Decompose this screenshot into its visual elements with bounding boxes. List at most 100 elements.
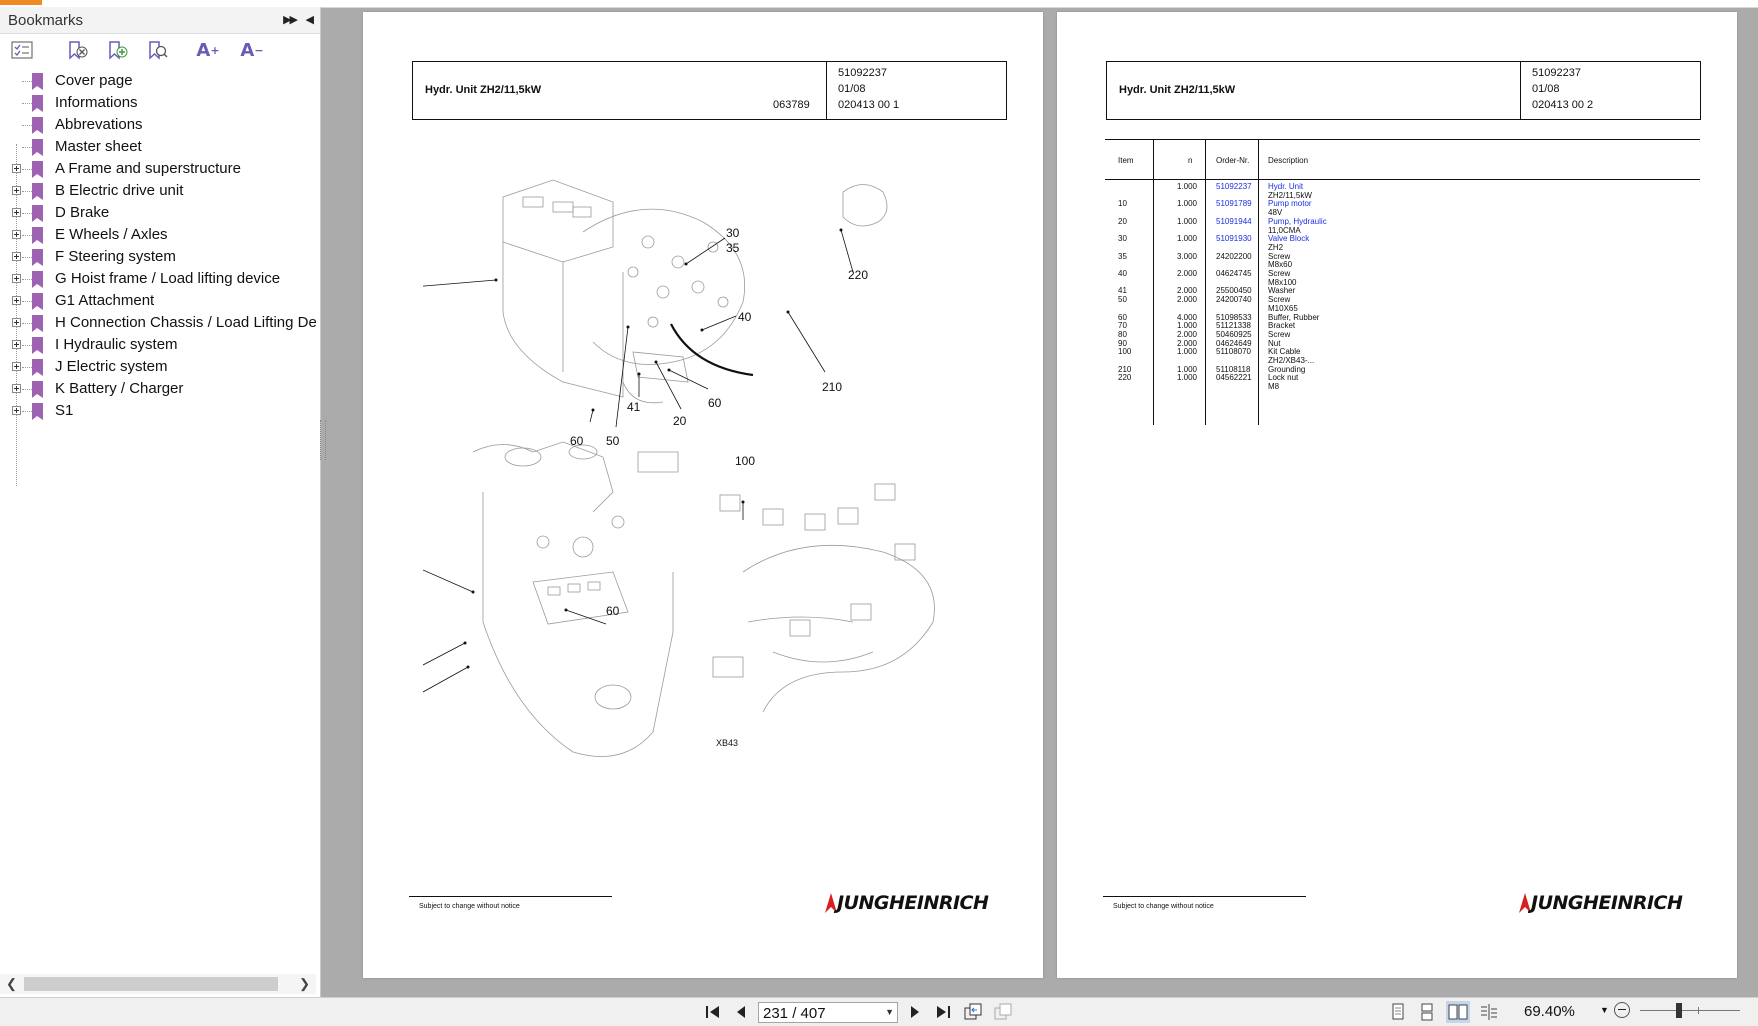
cell-quantity: 2.000 [1176,286,1197,296]
cell-order-number[interactable]: 51092237 [1216,182,1252,191]
tree-connector [22,367,32,368]
bookmark-item[interactable]: J Electric system [0,356,316,378]
expand-plus-icon[interactable] [12,230,21,239]
bookmark-label[interactable]: G Hoist frame / Load lifting device [55,270,281,287]
bookmark-item[interactable]: H Connection Chassis / Load Lifting Devi [0,312,316,334]
decrease-font-button[interactable]: A− [240,39,264,61]
previous-view-button[interactable] [962,1002,984,1022]
black-cable [670,323,754,377]
zoom-slider-tick [1698,1007,1699,1014]
add-bookmark-button[interactable] [104,38,132,62]
cell-item: 100 [1118,347,1132,357]
expand-plus-icon[interactable] [12,186,21,195]
expand-plus-icon[interactable] [12,384,21,393]
cell-description[interactable]: Hydr. Unit [1268,182,1304,191]
bookmark-item[interactable]: Abbrevations [0,114,316,136]
cell-description[interactable]: Valve Block [1268,234,1310,244]
two-page-view-button[interactable] [1446,1001,1470,1023]
bookmark-label[interactable]: G1 Attachment [55,292,155,309]
leader-dots [463,228,843,669]
cell-order-number[interactable]: 51091944 [1216,216,1252,226]
bookmark-item[interactable]: G Hoist frame / Load lifting device [0,268,316,290]
bookmark-label[interactable]: Abbrevations [55,116,143,133]
expand-plus-icon[interactable] [12,252,21,261]
scrollbar-thumb[interactable] [24,977,278,991]
bookmark-label[interactable]: Cover page [55,72,133,89]
cell-order-number[interactable]: 51091789 [1216,199,1252,209]
continuous-view-button[interactable] [1415,1001,1439,1023]
cell-order-number: 04624745 [1216,269,1252,278]
bookmark-label[interactable]: A Frame and superstructure [55,160,241,177]
bookmark-options-button[interactable] [8,38,36,62]
page-dropdown-icon[interactable]: ▼ [885,1007,894,1017]
expand-plus-icon[interactable] [12,274,21,283]
bookmark-label[interactable]: E Wheels / Axles [55,226,168,243]
panel-splitter[interactable] [320,420,326,460]
zoom-out-icon[interactable] [1614,1002,1630,1018]
scroll-right-icon[interactable]: ❯ [299,976,310,991]
bookmark-item[interactable]: F Steering system [0,246,316,268]
delete-bookmark-button[interactable] [64,38,92,62]
next-page-button[interactable] [904,1002,926,1022]
bookmark-label[interactable]: S1 [55,402,74,419]
collapse-panel-icon[interactable]: ◀ [305,14,314,26]
expand-plus-icon[interactable] [12,362,21,371]
bookmark-label[interactable]: F Steering system [55,248,176,265]
bookmark-label[interactable]: D Brake [55,204,110,221]
bookmark-label[interactable]: B Electric drive unit [55,182,184,199]
expand-plus-icon[interactable] [12,340,21,349]
expand-plus-icon[interactable] [12,318,21,327]
expand-panel-icon[interactable]: ▶▶ [283,14,298,26]
bookmark-item[interactable]: I Hydraulic system [0,334,316,356]
bookmark-label[interactable]: I Hydraulic system [55,336,178,353]
bookmark-item[interactable]: B Electric drive unit [0,180,316,202]
scroll-left-icon[interactable]: ❮ [6,976,17,991]
expand-plus-icon[interactable] [12,296,21,305]
cell-description: Screw [1268,269,1291,278]
page-number-field[interactable]: 231 / 407 ▼ [758,1002,898,1023]
cell-item: 20 [1118,216,1127,226]
zoom-slider-track[interactable] [1640,1010,1740,1011]
last-page-button[interactable] [932,1002,954,1022]
bookmark-item[interactable]: E Wheels / Axles [0,224,316,246]
page-number-value[interactable]: 231 / 407 [763,1005,826,1022]
bookmarks-horizontal-scrollbar[interactable]: ❮ ❯ [0,974,316,994]
next-view-button[interactable] [992,1002,1014,1022]
bookmark-label[interactable]: Informations [55,94,138,111]
expand-plus-icon[interactable] [12,406,21,415]
bookmark-item[interactable]: S1 [0,400,316,422]
title-block-divider [826,62,827,119]
cell-description[interactable]: Pump, Hydraulic [1268,216,1327,226]
cell-order-number[interactable]: 51091930 [1216,234,1252,244]
increase-font-button[interactable]: A+ [196,39,220,61]
bookmark-label[interactable]: Master sheet [55,138,142,155]
tree-connector [22,191,32,192]
two-page-continuous-button[interactable] [1477,1001,1501,1023]
bookmark-label[interactable]: H Connection Chassis / Load Lifting Devi [55,314,316,331]
zoom-slider-thumb[interactable] [1676,1003,1682,1018]
bookmark-item[interactable]: D Brake [0,202,316,224]
bookmark-item[interactable]: Cover page [0,70,316,92]
previous-view-icon [964,1003,982,1020]
bookmark-item[interactable]: A Frame and superstructure [0,158,316,180]
bookmark-item[interactable]: G1 Attachment [0,290,316,312]
first-page-button[interactable] [702,1002,724,1022]
bookmark-label[interactable]: K Battery / Charger [55,380,184,397]
bookmark-item[interactable]: K Battery / Charger [0,378,316,400]
previous-page-button[interactable] [730,1002,752,1022]
cell-description[interactable]: Pump motor [1268,199,1312,209]
zoom-level[interactable]: 69.40% [1524,1003,1575,1020]
expand-plus-icon[interactable] [12,164,21,173]
bookmark-icon [32,249,43,266]
bookmark-label[interactable]: J Electric system [55,358,168,375]
single-page-view-button[interactable] [1386,1001,1410,1023]
find-bookmark-button[interactable] [144,38,172,62]
zoom-dropdown-icon[interactable]: ▼ [1600,1005,1609,1015]
expand-plus-icon[interactable] [12,208,21,217]
bookmark-item[interactable]: Master sheet [0,136,316,158]
bookmark-item[interactable]: Informations [0,92,316,114]
